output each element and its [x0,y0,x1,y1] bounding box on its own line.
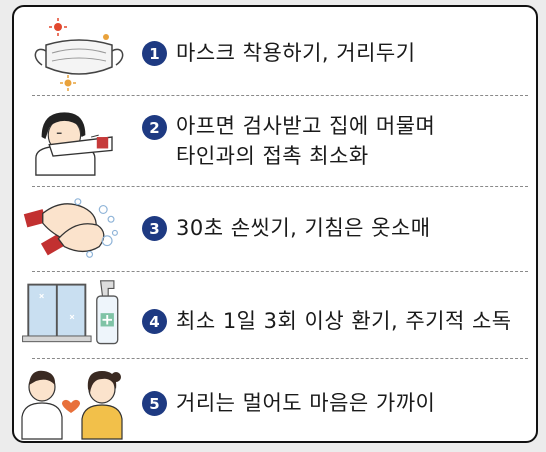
step-3-badge: 3 [142,216,167,241]
window-spray-icon [22,280,119,345]
two-people-heart-icon [21,370,123,440]
divider [32,271,528,272]
step-2-text-line-1: 아프면 검사받고 집에 머물며 [176,114,436,138]
step-1-badge: 1 [142,41,167,66]
step-2-badge: 2 [142,115,167,140]
divider [32,95,528,96]
mask-icon [34,18,124,91]
guidelines-card: 1 마스크 착용하기, 거리두기 2 아프면 검사받고 집에 머물며 타인과의 … [12,5,538,443]
handwash-icon [23,198,118,258]
step-5-badge: 5 [142,391,167,416]
step-2-text-line-2: 타인과의 접촉 최소화 [176,144,369,168]
step-4-badge: 4 [142,309,167,334]
step-4-text: 최소 1일 3회 이상 환기, 주기적 소독 [176,309,512,333]
step-3-text: 30초 손씻기, 기침은 옷소매 [176,216,431,240]
divider [32,358,528,359]
divider [32,186,528,187]
step-1-text: 마스크 착용하기, 거리두기 [176,41,416,65]
step-5-text: 거리는 멀어도 마음은 가까이 [176,391,436,415]
cough-person-icon [35,112,113,176]
